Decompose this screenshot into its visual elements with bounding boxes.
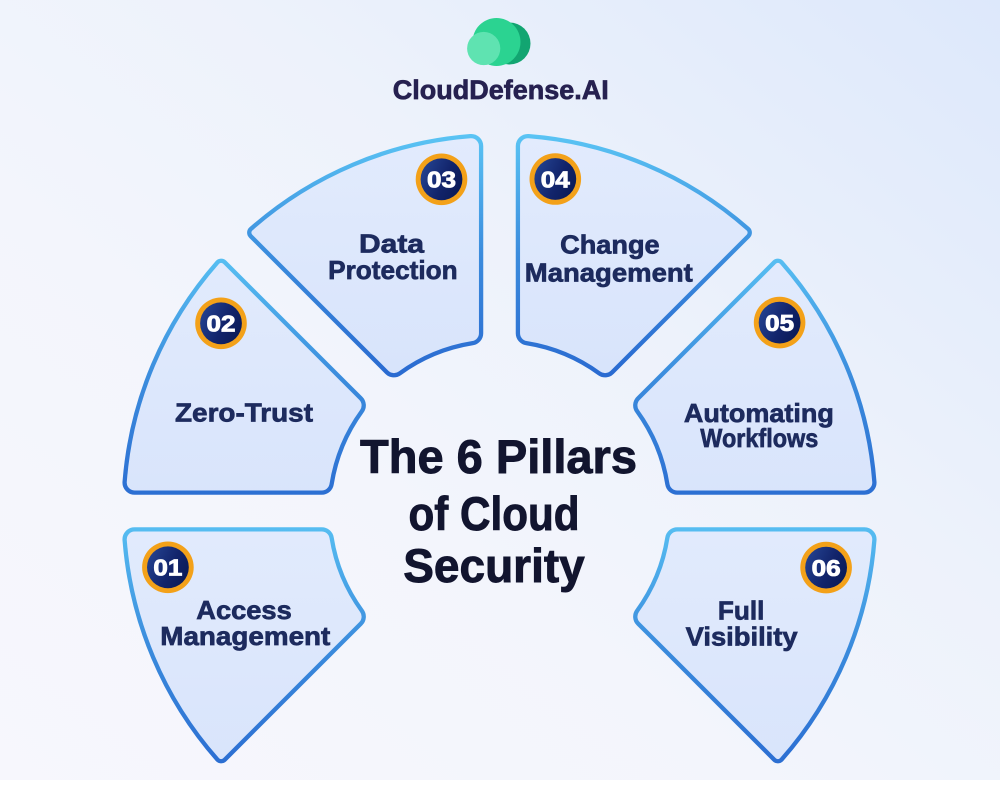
svg-text:02: 02 (207, 311, 236, 337)
svg-text:Full: Full (718, 596, 765, 626)
svg-text:05: 05 (765, 310, 794, 336)
svg-text:of Cloud: of Cloud (409, 487, 580, 540)
svg-text:04: 04 (541, 166, 570, 192)
svg-text:Access: Access (196, 595, 292, 625)
svg-text:06: 06 (812, 555, 841, 581)
svg-text:Zero-Trust: Zero-Trust (175, 398, 313, 428)
svg-text:Automating: Automating (684, 398, 834, 428)
svg-text:Protection: Protection (328, 255, 458, 285)
svg-text:01: 01 (153, 555, 182, 581)
svg-text:Workflows: Workflows (700, 423, 818, 453)
svg-text:Data: Data (359, 229, 425, 259)
svg-text:Visibility: Visibility (686, 622, 799, 652)
svg-text:CloudDefense.AI: CloudDefense.AI (393, 75, 609, 105)
svg-text:Management: Management (160, 621, 330, 651)
svg-text:Security: Security (403, 539, 585, 592)
svg-text:03: 03 (427, 167, 456, 193)
svg-text:Management: Management (525, 258, 693, 288)
svg-text:Change: Change (560, 230, 660, 260)
svg-text:The 6 Pillars: The 6 Pillars (360, 430, 637, 483)
